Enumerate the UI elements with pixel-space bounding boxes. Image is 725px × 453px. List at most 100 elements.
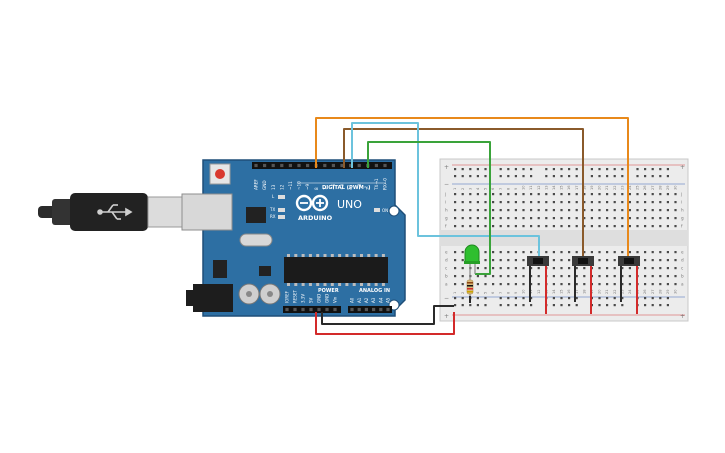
terminal-hole[interactable] xyxy=(537,225,540,228)
terminal-hole[interactable] xyxy=(636,209,639,212)
rail-hole[interactable] xyxy=(522,304,525,307)
terminal-hole[interactable] xyxy=(568,259,571,262)
terminal-hole[interactable] xyxy=(476,225,479,228)
analog-pin-hole[interactable] xyxy=(372,307,376,312)
terminal-hole[interactable] xyxy=(484,267,487,270)
rail-hole[interactable] xyxy=(575,297,578,300)
terminal-hole[interactable] xyxy=(507,209,510,212)
terminal-hole[interactable] xyxy=(545,209,548,212)
terminal-hole[interactable] xyxy=(590,251,593,254)
terminal-hole[interactable] xyxy=(461,283,464,286)
terminal-hole[interactable] xyxy=(522,251,525,254)
terminal-hole[interactable] xyxy=(606,251,609,254)
rail-hole[interactable] xyxy=(507,297,510,300)
terminal-hole[interactable] xyxy=(522,275,525,278)
terminal-hole[interactable] xyxy=(583,201,586,204)
terminal-hole[interactable] xyxy=(575,193,578,196)
rail-hole[interactable] xyxy=(590,168,593,171)
terminal-hole[interactable] xyxy=(484,251,487,254)
terminal-hole[interactable] xyxy=(514,193,517,196)
rail-hole[interactable] xyxy=(499,304,502,307)
terminal-hole[interactable] xyxy=(651,283,654,286)
terminal-hole[interactable] xyxy=(621,283,624,286)
terminal-hole[interactable] xyxy=(545,217,548,220)
rail-hole[interactable] xyxy=(659,297,662,300)
rail-hole[interactable] xyxy=(476,175,479,178)
rail-hole[interactable] xyxy=(659,304,662,307)
terminal-hole[interactable] xyxy=(636,193,639,196)
rail-hole[interactable] xyxy=(484,297,487,300)
terminal-hole[interactable] xyxy=(522,209,525,212)
rail-hole[interactable] xyxy=(598,175,601,178)
terminal-hole[interactable] xyxy=(651,217,654,220)
terminal-hole[interactable] xyxy=(606,209,609,212)
terminal-hole[interactable] xyxy=(666,251,669,254)
terminal-hole[interactable] xyxy=(545,225,548,228)
terminal-hole[interactable] xyxy=(568,193,571,196)
terminal-hole[interactable] xyxy=(598,259,601,262)
terminal-hole[interactable] xyxy=(514,251,517,254)
terminal-hole[interactable] xyxy=(568,209,571,212)
digital-pin-holes[interactable] xyxy=(254,163,387,168)
terminal-hole[interactable] xyxy=(476,201,479,204)
rail-hole[interactable] xyxy=(484,175,487,178)
terminal-hole[interactable] xyxy=(628,283,631,286)
terminal-hole[interactable] xyxy=(507,275,510,278)
terminal-hole[interactable] xyxy=(613,259,616,262)
terminal-hole[interactable] xyxy=(492,259,495,262)
rail-hole[interactable] xyxy=(514,168,517,171)
terminal-hole[interactable] xyxy=(636,201,639,204)
terminal-hole[interactable] xyxy=(522,267,525,270)
terminal-hole[interactable] xyxy=(492,267,495,270)
terminal-hole[interactable] xyxy=(552,225,555,228)
rail-hole[interactable] xyxy=(530,168,533,171)
terminal-hole[interactable] xyxy=(568,217,571,220)
terminal-hole[interactable] xyxy=(499,225,502,228)
analog-pin-hole[interactable] xyxy=(364,307,368,312)
rail-hole[interactable] xyxy=(659,168,662,171)
rail-hole[interactable] xyxy=(469,175,472,178)
rail-hole[interactable] xyxy=(476,168,479,171)
terminal-hole[interactable] xyxy=(621,193,624,196)
terminal-hole[interactable] xyxy=(492,193,495,196)
rail-hole[interactable] xyxy=(590,175,593,178)
terminal-hole[interactable] xyxy=(636,217,639,220)
terminal-hole[interactable] xyxy=(507,193,510,196)
breadboard-holes[interactable] xyxy=(454,168,677,307)
terminal-hole[interactable] xyxy=(606,201,609,204)
terminal-hole[interactable] xyxy=(530,267,533,270)
terminal-hole[interactable] xyxy=(507,267,510,270)
rail-hole[interactable] xyxy=(644,168,647,171)
terminal-hole[interactable] xyxy=(628,217,631,220)
terminal-hole[interactable] xyxy=(606,193,609,196)
rail-hole[interactable] xyxy=(514,175,517,178)
terminal-hole[interactable] xyxy=(651,275,654,278)
terminal-hole[interactable] xyxy=(651,201,654,204)
rail-hole[interactable] xyxy=(651,304,654,307)
terminal-hole[interactable] xyxy=(575,225,578,228)
rail-hole[interactable] xyxy=(454,297,457,300)
terminal-hole[interactable] xyxy=(674,193,677,196)
terminal-hole[interactable] xyxy=(476,267,479,270)
rail-hole[interactable] xyxy=(484,168,487,171)
terminal-hole[interactable] xyxy=(476,209,479,212)
terminal-hole[interactable] xyxy=(598,275,601,278)
terminal-hole[interactable] xyxy=(598,193,601,196)
rail-hole[interactable] xyxy=(568,297,571,300)
terminal-hole[interactable] xyxy=(499,193,502,196)
terminal-hole[interactable] xyxy=(454,225,457,228)
terminal-hole[interactable] xyxy=(621,225,624,228)
terminal-hole[interactable] xyxy=(575,267,578,270)
terminal-hole[interactable] xyxy=(492,209,495,212)
rail-hole[interactable] xyxy=(514,297,517,300)
terminal-hole[interactable] xyxy=(628,267,631,270)
terminal-hole[interactable] xyxy=(514,209,517,212)
rail-hole[interactable] xyxy=(461,297,464,300)
rail-hole[interactable] xyxy=(499,297,502,300)
terminal-hole[interactable] xyxy=(476,193,479,196)
terminal-hole[interactable] xyxy=(537,193,540,196)
power-pin-hole[interactable] xyxy=(317,307,321,312)
digital-pin-hole[interactable] xyxy=(306,163,310,168)
rail-hole[interactable] xyxy=(476,304,479,307)
